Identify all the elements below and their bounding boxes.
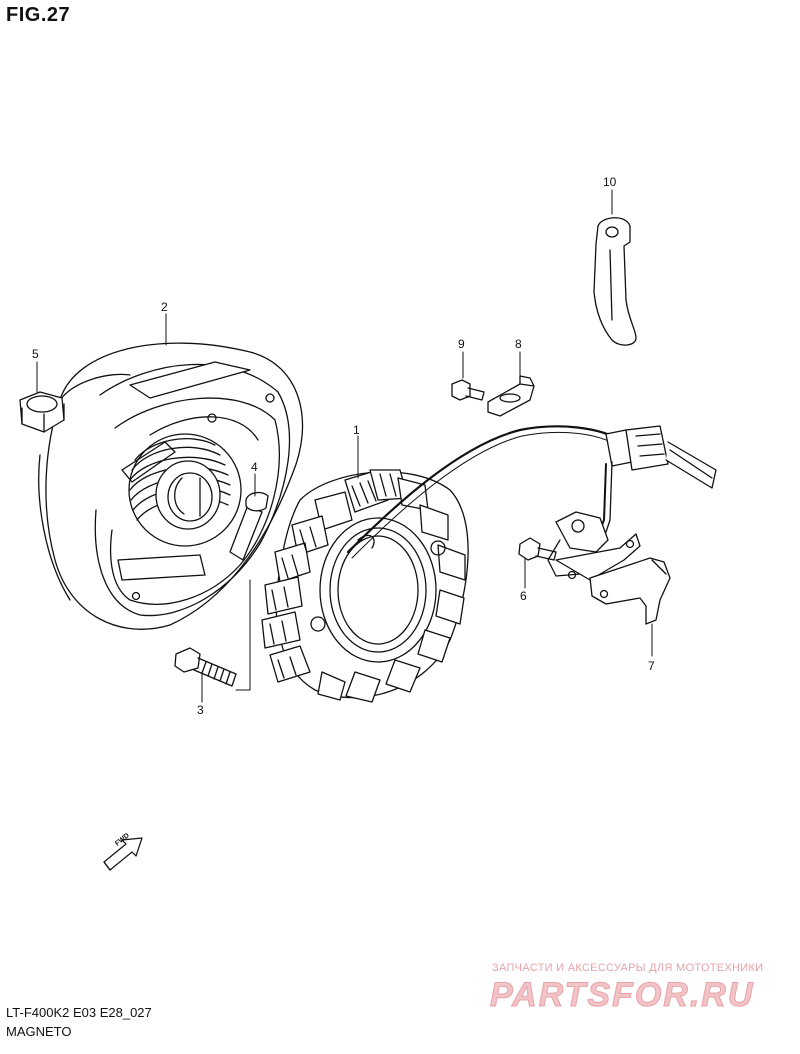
callout-5: 5 [32,347,39,361]
wire-clamp [487,375,535,417]
callout-leaders [36,189,653,703]
callout-3: 3 [197,703,204,717]
pickup-coil-screw [518,537,557,561]
watermark-caption: ЗАПЧАСТИ И АКСЕССУАРЫ ДЛЯ МОТОТЕХНИКИ [492,962,764,974]
pickup-coil-bracket [589,557,671,625]
wire-coupler [605,425,717,489]
callout-7: 7 [648,659,655,673]
fwd-arrow-icon [103,837,143,871]
callout-6: 6 [520,589,527,603]
stator-lead-wire [346,425,622,559]
callout-1: 1 [353,423,360,437]
rotor-flywheel [38,342,304,630]
figure-title: FIG.27 [6,4,71,26]
svg-text:PARTSFOR.RU: PARTSFOR.RU [490,976,754,1014]
rotor-nut [19,391,65,433]
stator-coil [261,469,469,703]
wire-strap [593,217,637,346]
callout-2: 2 [161,300,168,314]
callout-8: 8 [515,337,522,351]
clamp-screw [451,379,485,401]
assembly-name: MAGNETO [6,1024,72,1039]
pickup-coil [547,511,641,581]
watermark-logo: PARTSFOR.RU [486,970,786,1015]
stator-bolt [174,647,237,687]
callout-9: 9 [458,337,465,351]
callout-10: 10 [603,175,617,189]
model-code: LT-F400K2 E03 E28_027 [6,1005,152,1020]
callout-4: 4 [251,460,258,474]
